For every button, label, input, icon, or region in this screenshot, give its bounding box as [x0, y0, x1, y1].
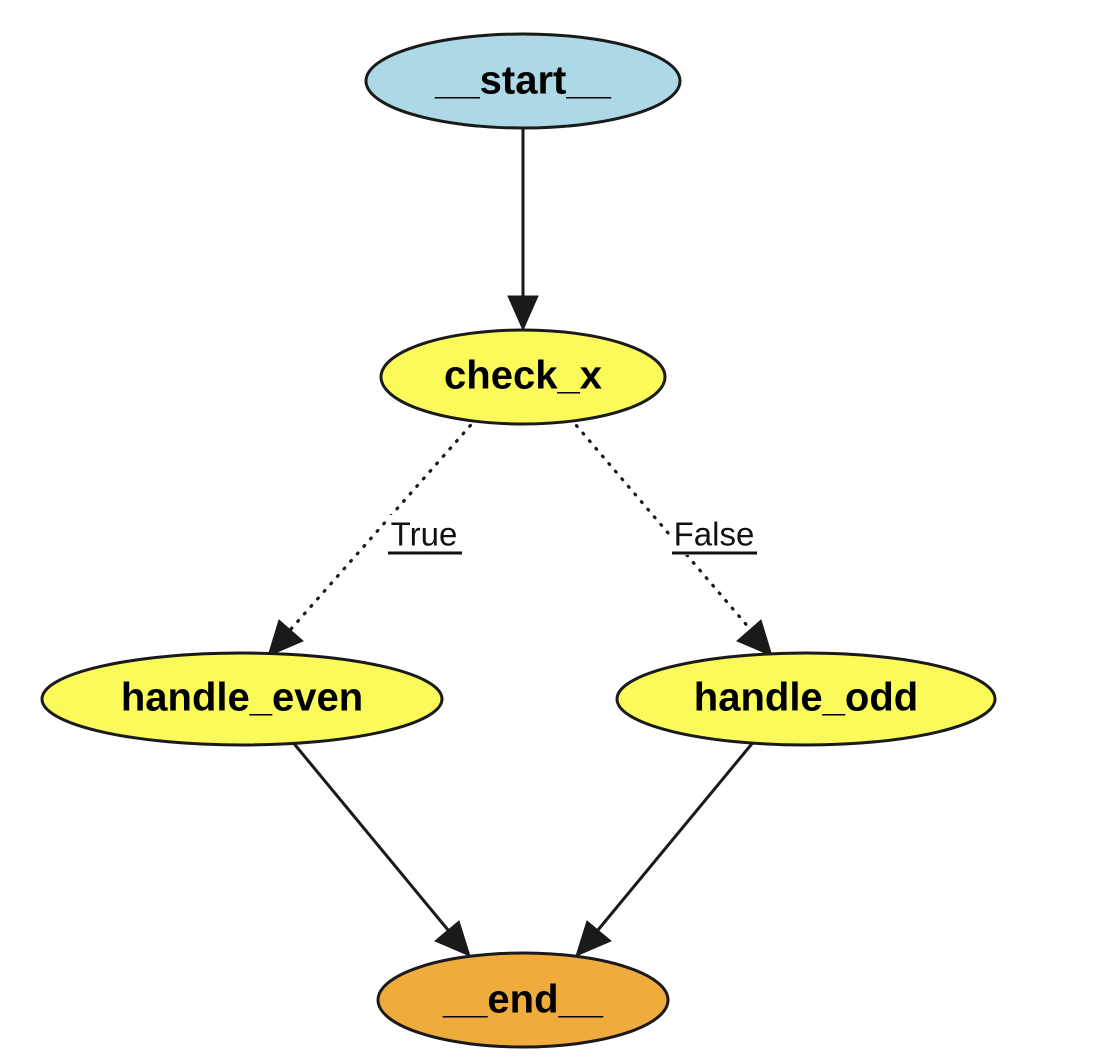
label-backdrop: [387, 515, 463, 555]
node-handle-odd-label: handle_odd: [694, 676, 918, 720]
edge-line: [568, 416, 752, 631]
edge-label-false: False: [671, 515, 759, 555]
node-handle-even[interactable]: handle_even: [40, 651, 444, 747]
node-handle-even-shape[interactable]: [40, 651, 444, 747]
edge-check-x-to-handle-even[interactable]: [267, 416, 479, 657]
edge-check-x-to-handle-odd[interactable]: [568, 416, 773, 657]
arrowhead-icon: [507, 295, 539, 332]
edge-label-layer: True False: [387, 515, 759, 555]
arrowhead-icon: [736, 619, 773, 657]
edge-label-text: False: [674, 516, 755, 553]
node-end-label: __end__: [442, 978, 604, 1022]
label-backdrop: [671, 515, 759, 555]
edge-handle-odd-to-end[interactable]: [575, 739, 757, 957]
edge-line: [289, 739, 450, 931]
node-check-x-shape[interactable]: [379, 328, 667, 426]
node-check-x-label: check_x: [444, 354, 602, 398]
node-start-shape[interactable]: [364, 32, 682, 130]
edge-start-to-check-x[interactable]: [507, 129, 539, 332]
node-end-shape[interactable]: [376, 951, 670, 1049]
node-start-label: __start__: [434, 59, 611, 103]
arrowhead-icon: [434, 920, 471, 957]
node-handle-odd[interactable]: handle_odd: [615, 651, 997, 747]
node-handle-odd-shape[interactable]: [615, 651, 997, 747]
node-handle-even-label: handle_even: [121, 676, 363, 720]
node-layer: __start__ check_x handle_even handle_odd…: [40, 32, 997, 1049]
edge-label-true: True: [387, 515, 463, 555]
node-end[interactable]: __end__: [376, 951, 670, 1049]
edge-line: [596, 739, 757, 931]
arrowhead-icon: [267, 619, 304, 657]
edge-layer: [267, 129, 773, 957]
edge-label-text: True: [391, 516, 458, 553]
node-check-x[interactable]: check_x: [379, 328, 667, 426]
arrowhead-icon: [575, 920, 612, 957]
node-start[interactable]: __start__: [364, 32, 682, 130]
edge-line: [289, 416, 479, 631]
edge-handle-even-to-end[interactable]: [289, 739, 471, 957]
